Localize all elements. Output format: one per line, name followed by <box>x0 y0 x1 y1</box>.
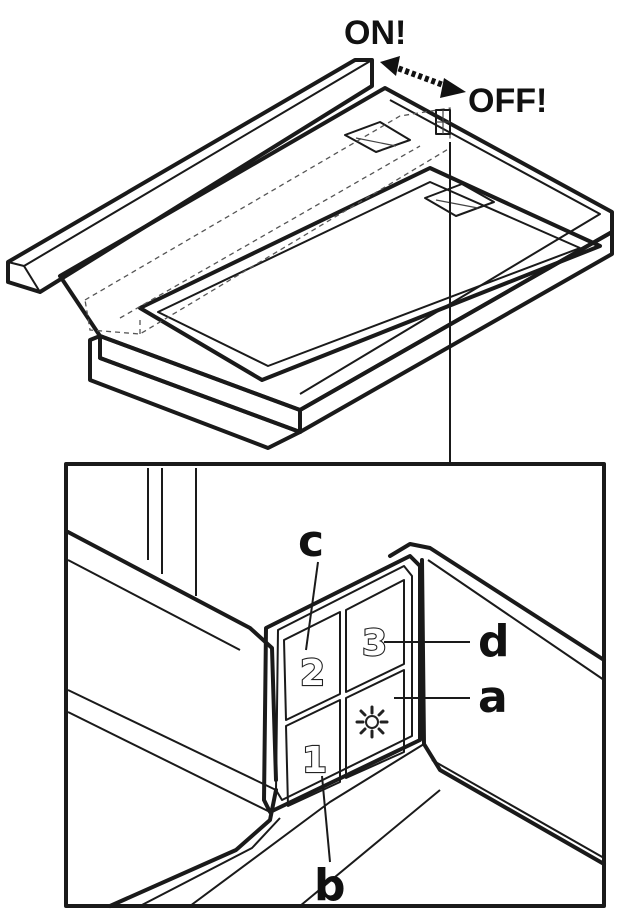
key-1-button[interactable]: 1 <box>285 699 341 807</box>
key-1-label: 1 <box>302 740 327 781</box>
callout-b-line <box>321 775 331 863</box>
key-2-label: 2 <box>300 653 325 694</box>
range-hood-illustration: ON! OFF! <box>6 14 614 464</box>
callout-a: a <box>478 672 508 723</box>
control-module: 2 3 1 <box>262 554 422 814</box>
light-button[interactable] <box>345 669 405 779</box>
callout-d: d <box>478 616 510 667</box>
callout-c: c <box>298 516 324 567</box>
off-label: OFF! <box>468 82 547 120</box>
callout-b: b <box>314 860 346 910</box>
on-label: ON! <box>344 14 406 52</box>
key-2-button[interactable]: 2 <box>283 611 341 721</box>
key-3-button[interactable]: 3 <box>345 579 405 693</box>
key-3-label: 3 <box>362 623 387 664</box>
on-off-arrow <box>380 56 466 98</box>
light-icon <box>355 705 389 739</box>
control-panel-detail: 2 3 1 <box>64 462 606 910</box>
callout-c-line <box>305 561 319 651</box>
